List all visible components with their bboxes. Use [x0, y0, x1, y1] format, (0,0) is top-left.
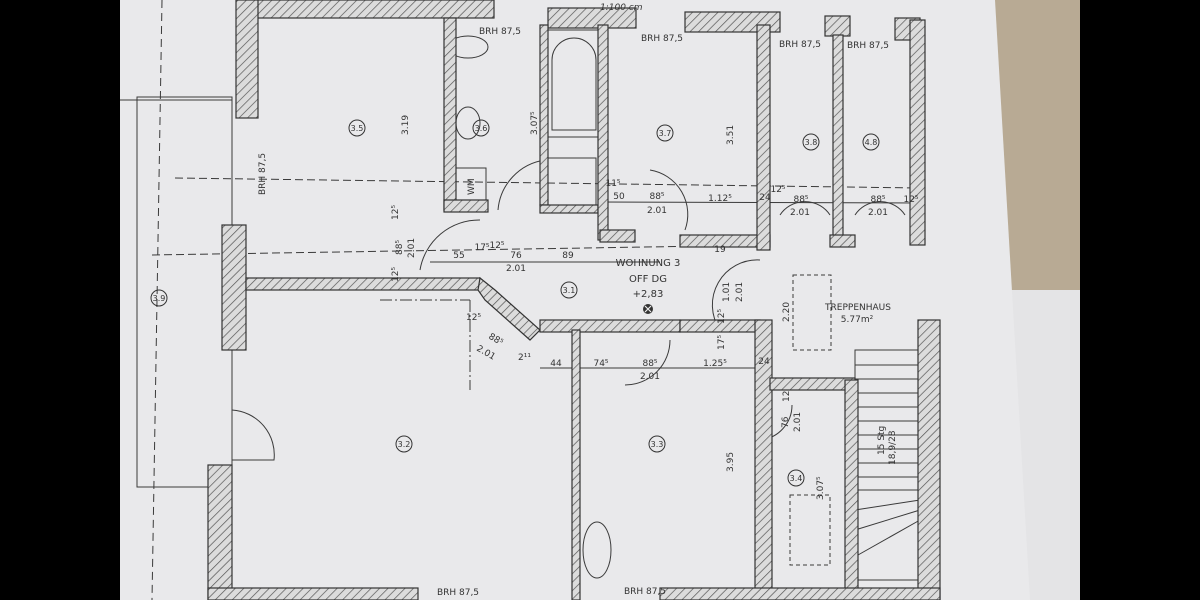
dimension: 44	[550, 359, 562, 369]
apartment-level: OFF DG	[629, 274, 667, 285]
wallpaper	[995, 0, 1080, 290]
dimension: 12	[782, 391, 792, 402]
dimension: 2.01	[647, 206, 667, 216]
room-ids: 3.5 3.6 3.7 3.8 4.8 3.1 3.2 3.3 3.4 3.9	[150, 119, 880, 487]
room-4-8: 4.8	[862, 133, 880, 151]
dimension: 12⁵	[391, 205, 401, 220]
dimension: 2.01	[640, 372, 660, 382]
dimension: 17⁵	[717, 335, 727, 350]
dimension: 2.20	[782, 302, 792, 322]
dimension: 3.19	[401, 115, 411, 135]
scale-note: 1:100 cm	[600, 3, 643, 13]
parapet-height: BRH 87,5	[479, 27, 521, 37]
stair-steps: 15 Stg	[877, 426, 887, 455]
room-3-4: 3.4	[787, 469, 805, 487]
walls	[207, 0, 941, 600]
apartment-name: WOHNUNG 3	[616, 258, 681, 269]
stairwell-name: TREPPENHAUS	[824, 303, 891, 313]
parapet-height: BRH 87,5	[847, 41, 889, 51]
svg-text:3.4: 3.4	[790, 474, 803, 483]
labels: 1:100 cm WOHNUNG 3 OFF DG +2,83 TREPPENH…	[258, 3, 919, 598]
paper-sheet	[120, 0, 1030, 600]
dimension: 3.07⁵	[816, 476, 826, 500]
dimension: 2.01	[735, 282, 745, 302]
dimension: 3.07⁵	[530, 111, 540, 135]
dimension: 2.01	[407, 238, 417, 258]
room-3-3: 3.3	[648, 435, 666, 453]
dimension: 2.01	[506, 264, 526, 274]
dimension: 12⁵	[466, 313, 481, 323]
dimension: 74⁵	[593, 359, 608, 369]
room-3-9: 3.9	[150, 289, 168, 307]
dimension: 12⁵	[770, 185, 785, 195]
dimension: 88⁵	[793, 195, 808, 205]
dimension: 12⁵	[489, 241, 504, 251]
apartment-elevation: +2,83	[633, 289, 664, 300]
room-3-2: 3.2	[395, 435, 413, 453]
dimension: 76	[510, 251, 522, 261]
dimension: 12⁵	[391, 267, 401, 282]
dimension: 88⁵	[649, 192, 664, 202]
parapet-height: BRH 87,5	[641, 34, 683, 44]
parapet-height: BRH 87,5	[258, 153, 268, 195]
svg-text:3.6: 3.6	[475, 124, 488, 133]
stairwell-area: 5.77m²	[841, 315, 874, 325]
room-3-1: 3.1	[560, 281, 578, 299]
parapet-height: BRH 87,5	[437, 588, 479, 598]
washer-label: WM	[467, 178, 477, 195]
dimension: 76	[781, 416, 791, 428]
room-3-8: 3.8	[802, 133, 820, 151]
dimension: 11⁵	[605, 179, 620, 189]
parapet-height: BRH 87,5	[779, 40, 821, 50]
dimension: 3.51	[726, 125, 736, 145]
svg-text:3.5: 3.5	[351, 124, 364, 133]
dimension: 88⁵	[642, 359, 657, 369]
svg-text:3.7: 3.7	[659, 129, 672, 138]
dimension: 2.01	[790, 208, 810, 218]
room-3-5: 3.5	[348, 119, 366, 137]
dimension: 12⁵	[717, 309, 727, 324]
dimension: 12⁵	[903, 195, 918, 205]
svg-text:3.2: 3.2	[398, 440, 411, 449]
room-3-6: 3.6	[472, 119, 490, 137]
dimension: 2.01	[793, 412, 803, 432]
dimension: 1.25⁵	[703, 359, 727, 369]
svg-text:4.8: 4.8	[865, 138, 878, 147]
dimension: 50	[613, 192, 625, 202]
dimension: 2¹¹	[518, 353, 531, 363]
dimension: 55	[453, 251, 464, 261]
dimension: 89	[562, 251, 574, 261]
parapet-height: BRH 87,5	[624, 587, 666, 597]
svg-text:3.9: 3.9	[153, 294, 166, 303]
dimension: 88⁵	[870, 195, 885, 205]
room-3-7: 3.7	[656, 124, 674, 142]
dimension: 1.01	[722, 282, 732, 302]
svg-text:3.3: 3.3	[651, 440, 664, 449]
dimension: 88⁵	[395, 240, 405, 255]
level-marker-icon	[643, 304, 653, 314]
dimension: 2.01	[868, 208, 888, 218]
dimension: 1.12⁵	[708, 194, 732, 204]
dimension: 17⁵	[474, 243, 489, 253]
dimension: 3.95	[726, 452, 736, 472]
svg-text:3.1: 3.1	[563, 286, 576, 295]
svg-text:3.8: 3.8	[805, 138, 818, 147]
dimension: 19	[714, 245, 726, 255]
stair-ratio: 18,9/28	[888, 430, 898, 465]
dimension: 24	[758, 357, 770, 367]
dimension: 24	[759, 193, 771, 203]
